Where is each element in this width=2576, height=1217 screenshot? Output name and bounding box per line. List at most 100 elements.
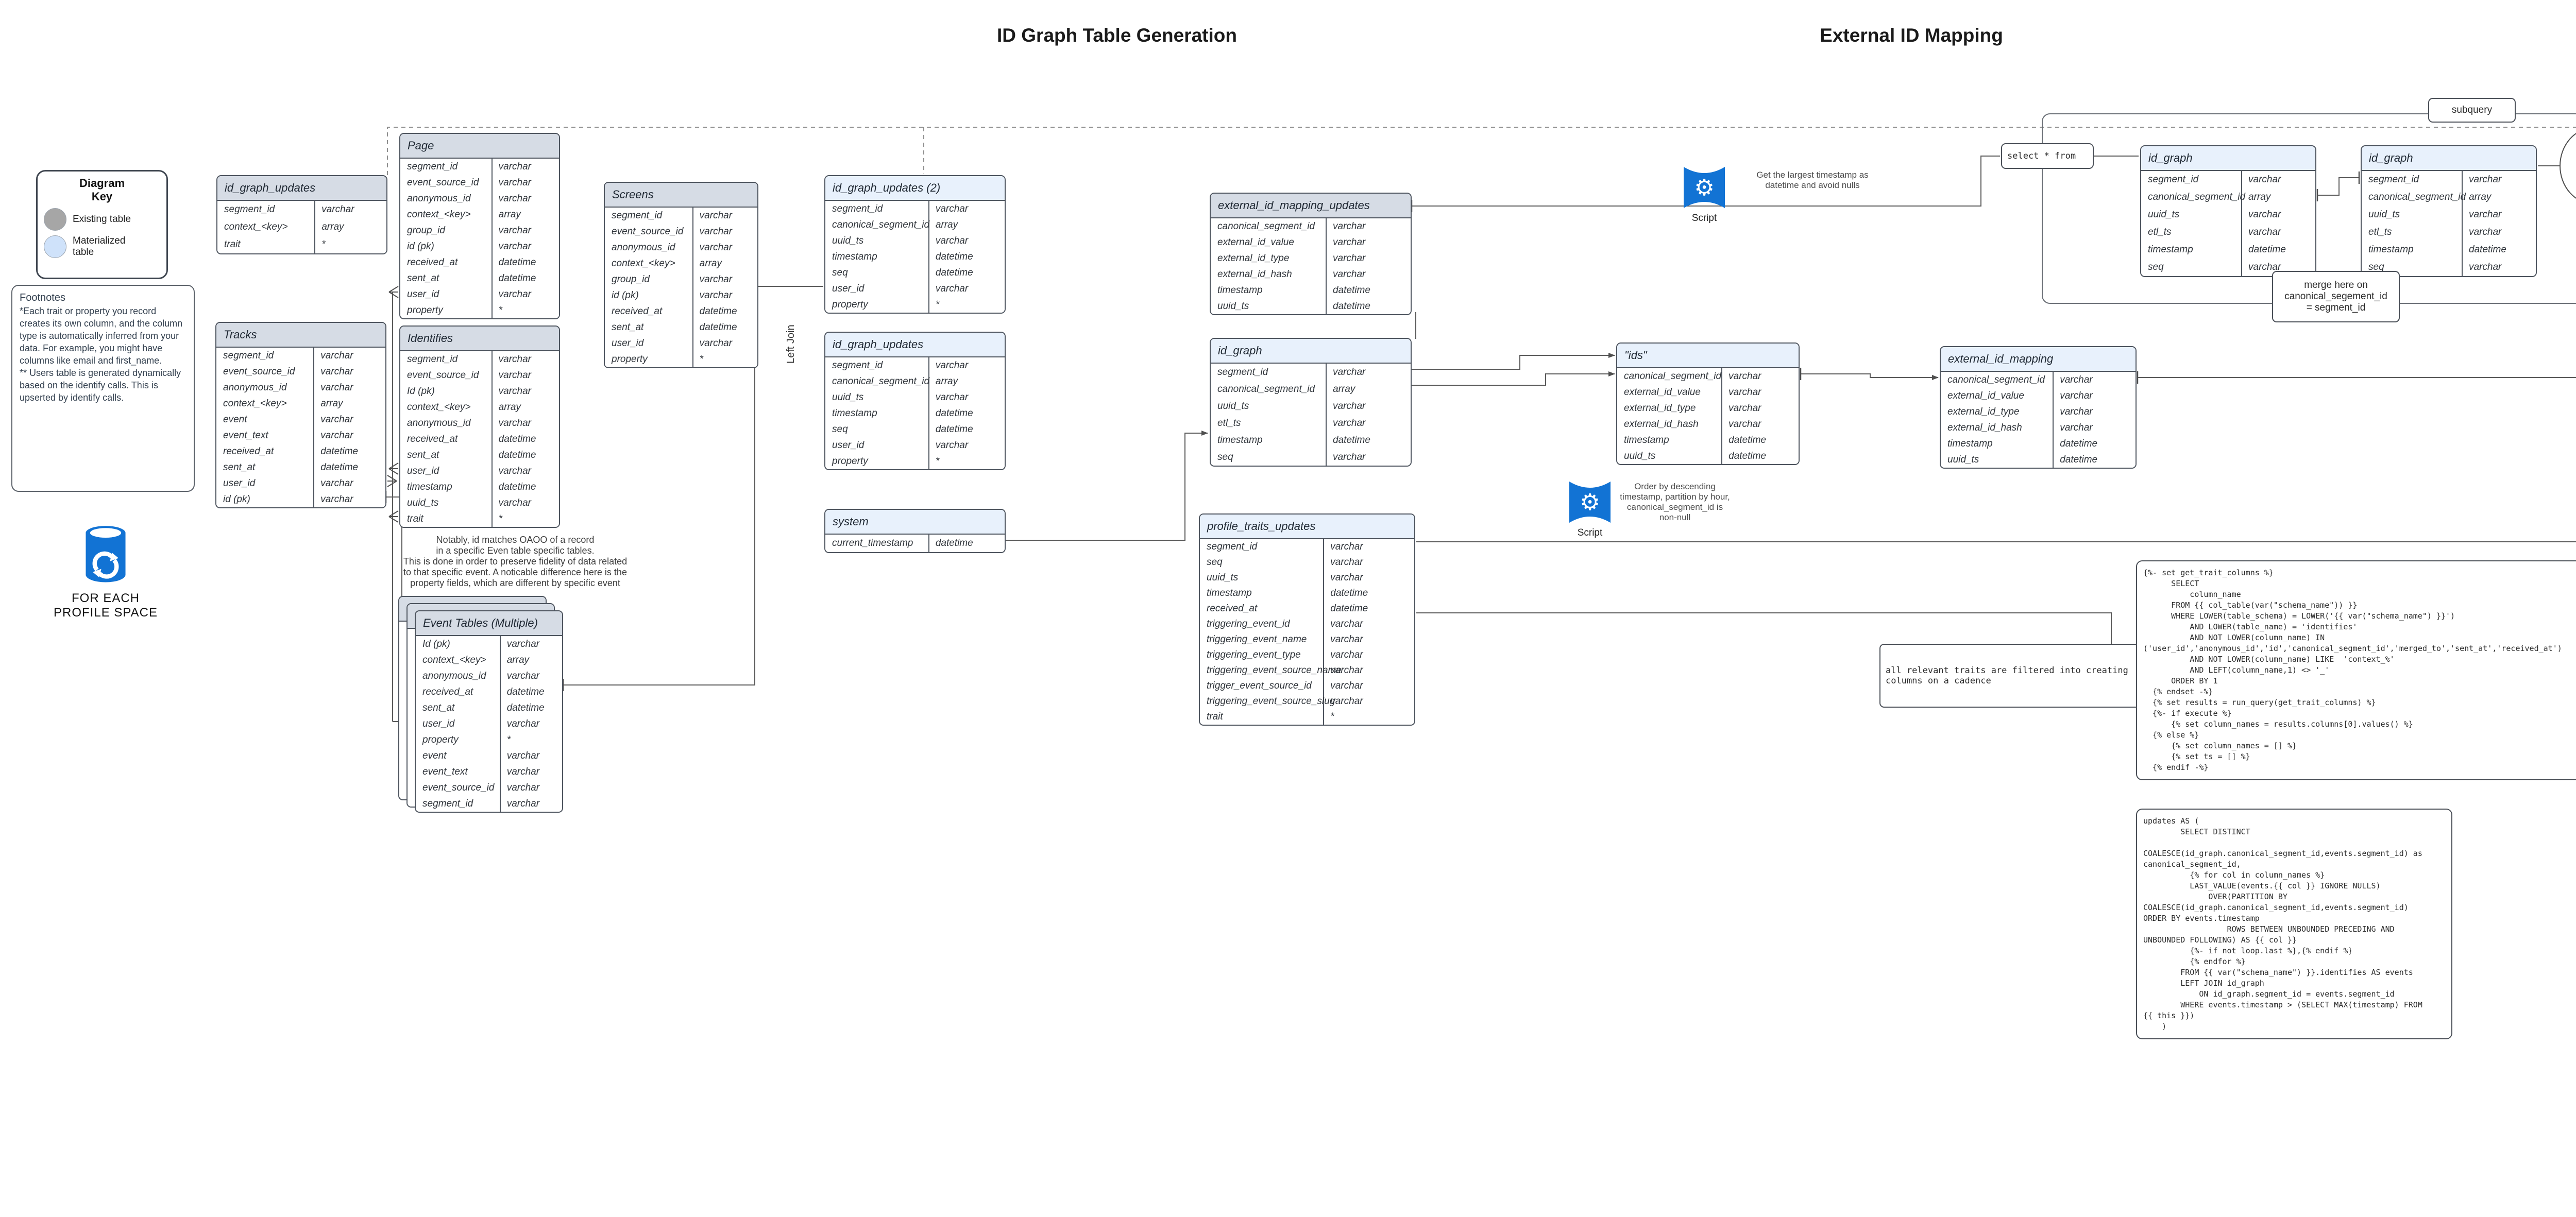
field-type: varchar bbox=[498, 417, 531, 428]
subquery[interactable]: subquery bbox=[2428, 98, 2516, 123]
field-type: varchar bbox=[498, 161, 531, 172]
field-type: varchar bbox=[1333, 220, 1366, 232]
materialized-table-swatch bbox=[44, 235, 66, 258]
merge-note[interactable]: merge here on canonical_segement_id = se… bbox=[2272, 271, 2400, 322]
field-type: * bbox=[498, 304, 503, 316]
field-name: trait bbox=[217, 236, 316, 253]
diagram-key[interactable]: Diagram Key Existing table Materialized … bbox=[36, 170, 168, 279]
field-name: triggering_event_id bbox=[1200, 616, 1325, 632]
table-row: external_id_value varchar bbox=[1211, 234, 1411, 250]
field-name: current_timestamp bbox=[825, 535, 929, 552]
table-title: id_graph bbox=[1211, 339, 1411, 364]
field-name: event_source_id bbox=[605, 224, 693, 239]
field-name: segment_id bbox=[825, 357, 929, 373]
code-block-1[interactable]: {%- set get_trait_columns %} SELECT colu… bbox=[2136, 560, 2576, 780]
existing-table-swatch bbox=[44, 208, 66, 231]
field-name: user_id bbox=[825, 437, 929, 453]
field-name: event_source_id bbox=[400, 175, 493, 191]
table-title-text: id_graph_updates bbox=[225, 181, 316, 194]
field-name: external_id_value bbox=[1211, 234, 1327, 250]
field-name: event_source_id bbox=[216, 364, 315, 380]
select-from[interactable]: select * from bbox=[2001, 143, 2094, 169]
traits-note[interactable]: all relevant traits are filtered into cr… bbox=[1879, 644, 2142, 708]
field-type: varchar bbox=[506, 798, 540, 809]
script-flag-icon: ⚙ bbox=[1684, 167, 1725, 208]
field-name: timestamp bbox=[825, 249, 929, 265]
field-name: timestamp bbox=[2362, 241, 2463, 259]
field-type: datetime bbox=[935, 267, 973, 278]
field-type: varchar bbox=[1330, 634, 1363, 645]
field-name: property bbox=[416, 732, 501, 748]
title-id-graph: ID Graph Table Generation bbox=[996, 25, 1237, 46]
code-block-2[interactable]: updates AS ( SELECT DISTINCT COALESCE(id… bbox=[2136, 809, 2452, 1039]
footnotes-box[interactable]: Footnotes *Each trait or property you re… bbox=[11, 285, 195, 492]
field-type: datetime bbox=[2469, 244, 2506, 255]
table-row: context_<key>array bbox=[217, 218, 386, 236]
field-type: varchar bbox=[320, 382, 353, 393]
profile-space-label: FOR EACH PROFILE SPACE bbox=[54, 591, 158, 620]
field-name: external_id_hash bbox=[1941, 420, 2054, 436]
field-type: datetime bbox=[506, 702, 545, 713]
table-title: system bbox=[825, 510, 1005, 535]
field-type: array bbox=[498, 209, 521, 220]
script-1-node[interactable]: ⚙Script bbox=[1681, 166, 1728, 224]
field-type: * bbox=[935, 299, 940, 310]
connector bbox=[387, 127, 2576, 175]
field-type: * bbox=[321, 239, 326, 250]
script-2-node[interactable]: ⚙Script bbox=[1566, 481, 1614, 539]
field-name: timestamp bbox=[1200, 586, 1325, 601]
left-join-rotated-label: Left Join bbox=[785, 324, 796, 364]
field-name: seq bbox=[825, 421, 929, 437]
field-type: datetime bbox=[935, 251, 973, 262]
field-name: received_at bbox=[1200, 601, 1325, 616]
field-name: user_id bbox=[400, 463, 493, 479]
field-name: uuid_ts bbox=[1200, 570, 1325, 586]
database-sync-icon[interactable] bbox=[77, 524, 134, 591]
table-row: id (pk)varchar bbox=[400, 238, 559, 254]
field-name: canonical_segment_id bbox=[1211, 381, 1327, 398]
legend-item-existing: Existing table bbox=[44, 208, 160, 231]
field-name: external_id_hash bbox=[1211, 266, 1327, 282]
table-title-text: profile_traits_updates bbox=[1207, 520, 1316, 533]
union-node[interactable]: Union bbox=[2560, 128, 2576, 204]
field-type: varchar bbox=[1333, 236, 1366, 248]
